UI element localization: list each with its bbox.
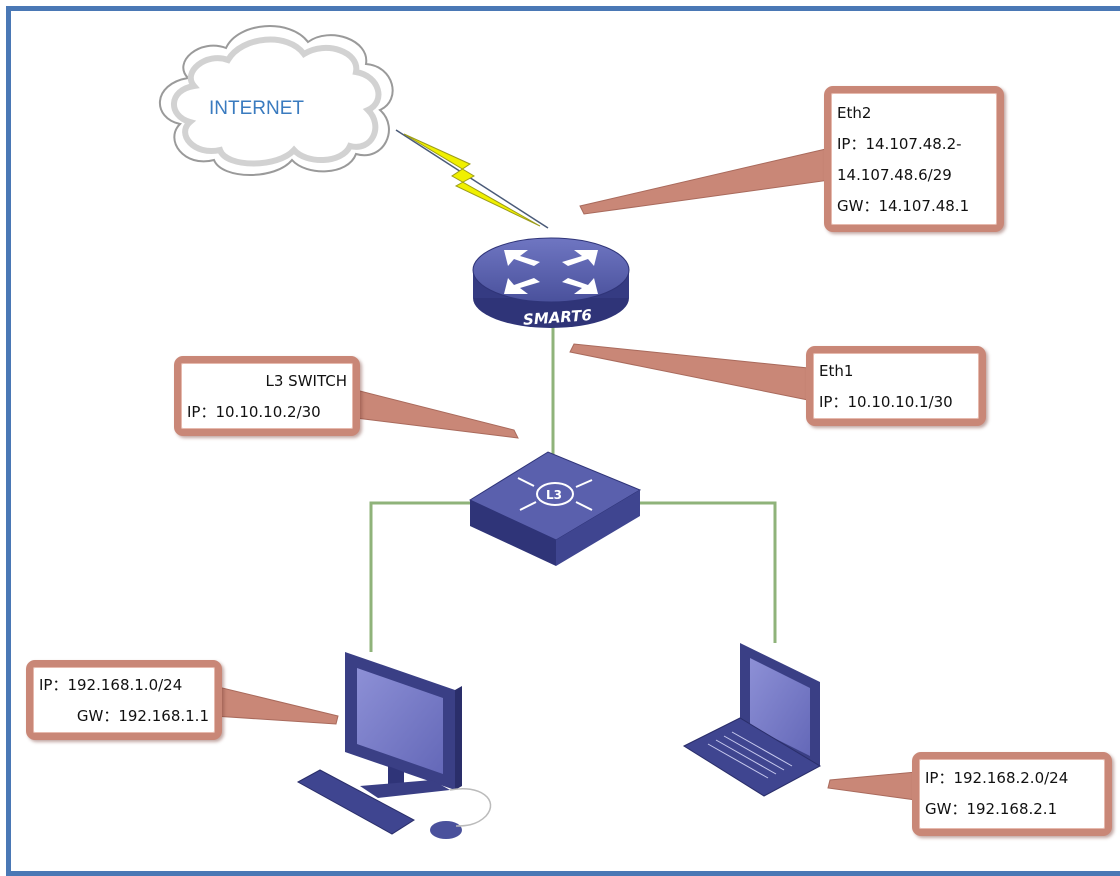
monitor-base [360,780,450,798]
laptop-keyboard [707,731,793,779]
mouse [430,821,462,839]
switch-arrow-2 [575,479,593,488]
desktop-computer [296,652,492,839]
switch-arrow-3 [519,501,537,511]
callout-laptop-gateway: GW：192.168.2.1 [925,800,1058,818]
wan-connector [395,129,549,229]
callout-desktop-gateway: GW：192.168.1.1 [76,707,209,725]
pointer-laptop [827,771,917,801]
link-lines [369,322,777,652]
laptop-key-row-2 [715,739,777,775]
callout-pointers [213,147,917,801]
keyboard [296,769,415,835]
callout-laptop-ip: IP：192.168.2.0/24 [925,769,1069,787]
laptop-key-row-1 [707,743,769,779]
pointer-eth2 [579,147,831,215]
switch-right-side [556,490,640,566]
switch-arrow-1 [517,477,535,487]
router-arrows-icon [504,250,598,294]
mouse-cable [449,788,492,827]
callout-l3-switch: L3 SWITCH IP：10.10.10.2/30 [174,356,360,436]
callout-eth1-title: Eth1 [819,362,854,380]
callout-eth2-ip-range: 14.107.48.6/29 [837,166,952,184]
router-top [472,237,630,303]
callout-l3-switch-title: L3 SWITCH [265,372,347,390]
link-switch-laptop [640,501,777,643]
monitor-side [455,686,462,790]
switch-badge-ring [536,482,574,506]
router-brand-label: SMART6 [522,306,592,329]
callout-eth2-ip: IP：14.107.48.2- [837,135,962,153]
cloud-inner-shade [171,36,382,167]
router-arrow-1 [504,250,540,266]
router-arrow-4 [562,278,598,294]
link-switch-desktop [369,501,476,652]
callout-laptop: IP：192.168.2.0/24 GW：192.168.2.1 [912,752,1112,836]
laptop-computer [682,643,822,797]
callout-desktop-ip: IP：192.168.1.0/24 [39,676,183,694]
router-device: SMART6 [472,237,630,329]
callout-eth1: Eth1 IP：10.10.10.1/30 [806,346,986,426]
callout-eth2-gateway: GW：14.107.48.1 [837,197,970,215]
callout-eth1-ip: IP：10.10.10.1/30 [819,393,953,411]
laptop-base [682,717,822,797]
lightning-bolt [403,133,541,227]
pointer-l3switch [355,389,519,439]
laptop-key-row-3 [723,735,785,771]
switch-arrow-4 [575,501,593,511]
wan-lightning-link [395,129,549,229]
internet-label: INTERNET [209,98,304,119]
cloud-shape [159,25,394,176]
pointer-eth1 [569,343,809,401]
laptop-key-row-4 [731,731,793,767]
callout-l3-switch-ip: IP：10.10.10.2/30 [187,403,321,421]
laptop-screen [750,658,810,756]
callout-desktop: IP：192.168.1.0/24 GW：192.168.1.1 [26,660,222,740]
l3-switch-device: L3 [468,451,642,566]
switch-badge-label: L3 [546,488,562,502]
monitor-screen [357,668,443,774]
callout-eth2: Eth2 IP：14.107.48.2- 14.107.48.6/29 GW：1… [824,86,1004,232]
callout-eth2-title: Eth2 [837,104,872,122]
switch-arrows-icon [517,477,593,511]
pointer-desktop [213,685,339,725]
router-arrow-2 [562,250,598,266]
internet-cloud: INTERNET [159,25,394,176]
router-arrow-3 [504,278,540,294]
switch-left-side [470,500,556,566]
